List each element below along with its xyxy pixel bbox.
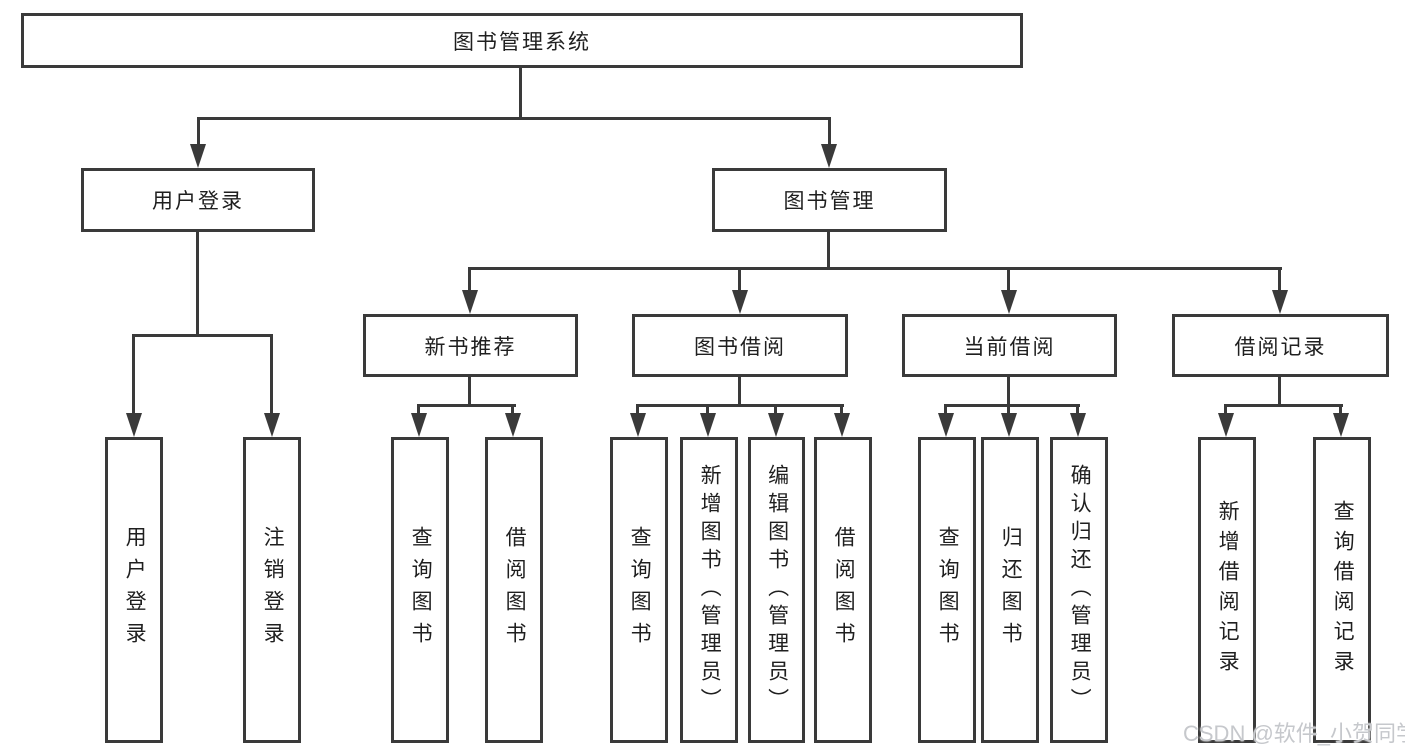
connector-v (1224, 404, 1227, 416)
connector-v (417, 404, 420, 416)
leaf-bb-query-book: 查询图书 (610, 437, 668, 743)
connector-v (1007, 267, 1010, 293)
connector-v (468, 267, 471, 293)
leaf-bb-borrow-book: 借阅图书 (814, 437, 872, 743)
connector-v (519, 67, 522, 118)
leaf-label: 新增借阅记录 (1216, 500, 1240, 680)
node-current-borrow: 当前借阅 (902, 314, 1117, 377)
connector-v (1278, 267, 1281, 293)
leaf-label: 查询图书 (628, 526, 652, 654)
leaf-bb-edit-book-admin: 编辑图书（管理员） (748, 437, 805, 743)
connector-v (827, 231, 830, 270)
leaf-label: 编辑图书（管理员） (765, 464, 789, 716)
arrowhead-down-icon (938, 413, 954, 437)
connector-h (197, 117, 831, 120)
leaf-cb-confirm-return-admin: 确认归还（管理员） (1050, 437, 1108, 743)
connector-v (468, 376, 471, 407)
connector-v (132, 334, 135, 416)
leaf-label: 借阅图书 (503, 526, 527, 654)
connector-v (197, 117, 200, 147)
connector-v (1007, 404, 1010, 416)
leaf-br-add-record: 新增借阅记录 (1198, 437, 1256, 743)
connector-v (738, 267, 741, 293)
leaf-bb-add-book-admin: 新增图书（管理员） (680, 437, 738, 743)
arrowhead-down-icon (630, 413, 646, 437)
node-book-borrow: 图书借阅 (632, 314, 848, 377)
arrowhead-down-icon (821, 144, 837, 168)
node-borrow-records: 借阅记录 (1172, 314, 1389, 377)
connector-v (1339, 404, 1342, 416)
connector-h (1224, 404, 1343, 407)
leaf-label: 查询图书 (936, 526, 960, 654)
arrowhead-down-icon (264, 413, 280, 437)
leaf-user-login: 用户登录 (105, 437, 163, 743)
leaf-nb-query-book: 查询图书 (391, 437, 449, 743)
arrowhead-down-icon (190, 144, 206, 168)
connector-v (774, 404, 777, 416)
leaf-cb-query-book: 查询图书 (918, 437, 976, 743)
node-user-login: 用户登录 (81, 168, 315, 232)
connector-h (636, 404, 844, 407)
node-new-book-recommend: 新书推荐 (363, 314, 578, 377)
connector-v (828, 117, 831, 147)
node-system-root: 图书管理系统 (21, 13, 1023, 68)
leaf-logout: 注销登录 (243, 437, 301, 743)
connector-h (944, 404, 1080, 407)
arrowhead-down-icon (834, 413, 850, 437)
connector-v (196, 231, 199, 337)
arrowhead-down-icon (1218, 413, 1234, 437)
connector-v (1007, 376, 1010, 407)
leaf-label: 借阅图书 (832, 526, 856, 654)
arrowhead-down-icon (505, 413, 521, 437)
connector-v (1278, 376, 1281, 407)
arrowhead-down-icon (1272, 290, 1288, 314)
connector-h (468, 267, 1282, 270)
arrowhead-down-icon (700, 413, 716, 437)
arrowhead-down-icon (462, 290, 478, 314)
connector-v (706, 404, 709, 416)
connector-v (944, 404, 947, 416)
leaf-br-query-record: 查询借阅记录 (1313, 437, 1371, 743)
arrowhead-down-icon (411, 413, 427, 437)
arrowhead-down-icon (1333, 413, 1349, 437)
connector-v (738, 376, 741, 407)
leaf-label: 归还图书 (999, 526, 1023, 654)
leaf-label: 查询借阅记录 (1331, 500, 1355, 680)
arrowhead-down-icon (1001, 413, 1017, 437)
connector-h (132, 334, 273, 337)
leaf-label: 注销登录 (261, 526, 285, 654)
leaf-label: 用户登录 (123, 526, 147, 654)
connector-v (511, 404, 514, 416)
connector-h (417, 404, 516, 407)
leaf-cb-return-book: 归还图书 (981, 437, 1039, 743)
connector-v (636, 404, 639, 416)
leaf-nb-borrow-book: 借阅图书 (485, 437, 543, 743)
arrowhead-down-icon (732, 290, 748, 314)
arrowhead-down-icon (768, 413, 784, 437)
node-book-management: 图书管理 (712, 168, 947, 232)
leaf-label: 查询图书 (409, 526, 433, 654)
arrowhead-down-icon (126, 413, 142, 437)
connector-v (840, 404, 843, 416)
arrowhead-down-icon (1070, 413, 1086, 437)
leaf-label: 确认归还（管理员） (1068, 464, 1092, 716)
connector-v (1076, 404, 1079, 416)
connector-v (270, 334, 273, 416)
arrowhead-down-icon (1001, 290, 1017, 314)
watermark: CSDN @软件_小贺同学 (1183, 721, 1405, 746)
leaf-label: 新增图书（管理员） (698, 464, 722, 716)
